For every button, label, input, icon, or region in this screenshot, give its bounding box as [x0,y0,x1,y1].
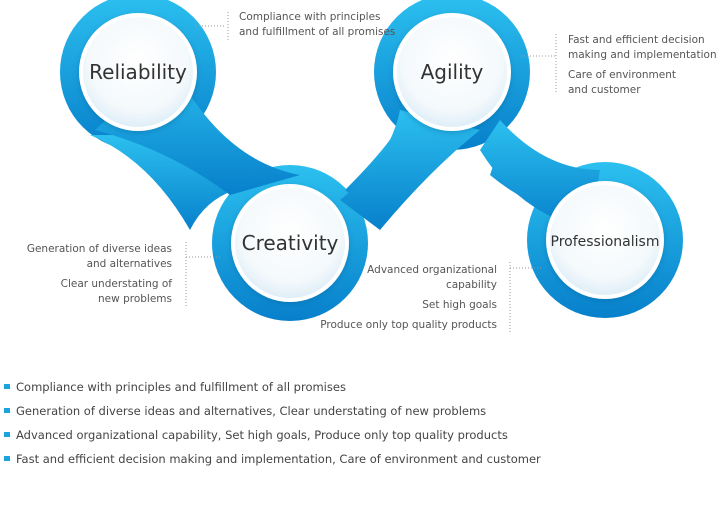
summary-list: Compliance with principles and fulfillme… [4,378,541,474]
node-agility-label: Agility [421,60,484,84]
bullet-square-icon [4,384,10,389]
node-reliability-label: Reliability [89,60,187,84]
bullet-square-icon [4,456,10,461]
note-agility-line: Fast and efficient decision making and i… [568,34,717,61]
node-professionalism-label: Professionalism [551,234,660,250]
summary-item: Advanced organizational capability, Set … [4,426,541,450]
summary-item: Compliance with principles and fulfillme… [4,378,541,402]
node-creativity-label: Creativity [242,231,339,255]
note-reliability: Compliance with principles and fulfillme… [239,10,395,45]
bullet-square-icon [4,432,10,437]
note-professionalism-line: Set high goals [422,299,497,311]
summary-item-text: Advanced organizational capability, Set … [16,428,508,442]
node-professionalism: Professionalism [546,181,664,299]
leader-lines [185,12,557,334]
node-creativity: Creativity [231,184,349,302]
note-agility: Fast and efficient decision making and i… [568,33,717,103]
note-professionalism-line: Produce only top quality products [320,319,497,331]
summary-item-text: Fast and efficient decision making and i… [16,452,541,466]
note-creativity: Generation of diverse ideas and alternat… [27,242,172,312]
summary-item: Fast and efficient decision making and i… [4,450,541,474]
values-diagram: Reliability Agility Creativity Professio… [60,0,683,334]
note-reliability-line: Compliance with principles and fulfillme… [239,11,396,38]
note-creativity-line: Generation of diverse ideas and alternat… [26,243,172,270]
note-professionalism-line: Advanced organizational capability [367,264,497,291]
note-professionalism: Advanced organizational capability Set h… [320,263,497,338]
note-agility-line: Care of environment and customer [568,69,676,96]
node-reliability: Reliability [79,13,197,131]
summary-item-text: Generation of diverse ideas and alternat… [16,404,487,418]
node-agility: Agility [393,13,511,131]
bullet-square-icon [4,408,10,413]
summary-item-text: Compliance with principles and fulfillme… [16,380,346,394]
note-creativity-line: Clear understating of new problems [60,278,172,305]
summary-item: Generation of diverse ideas and alternat… [4,402,541,426]
